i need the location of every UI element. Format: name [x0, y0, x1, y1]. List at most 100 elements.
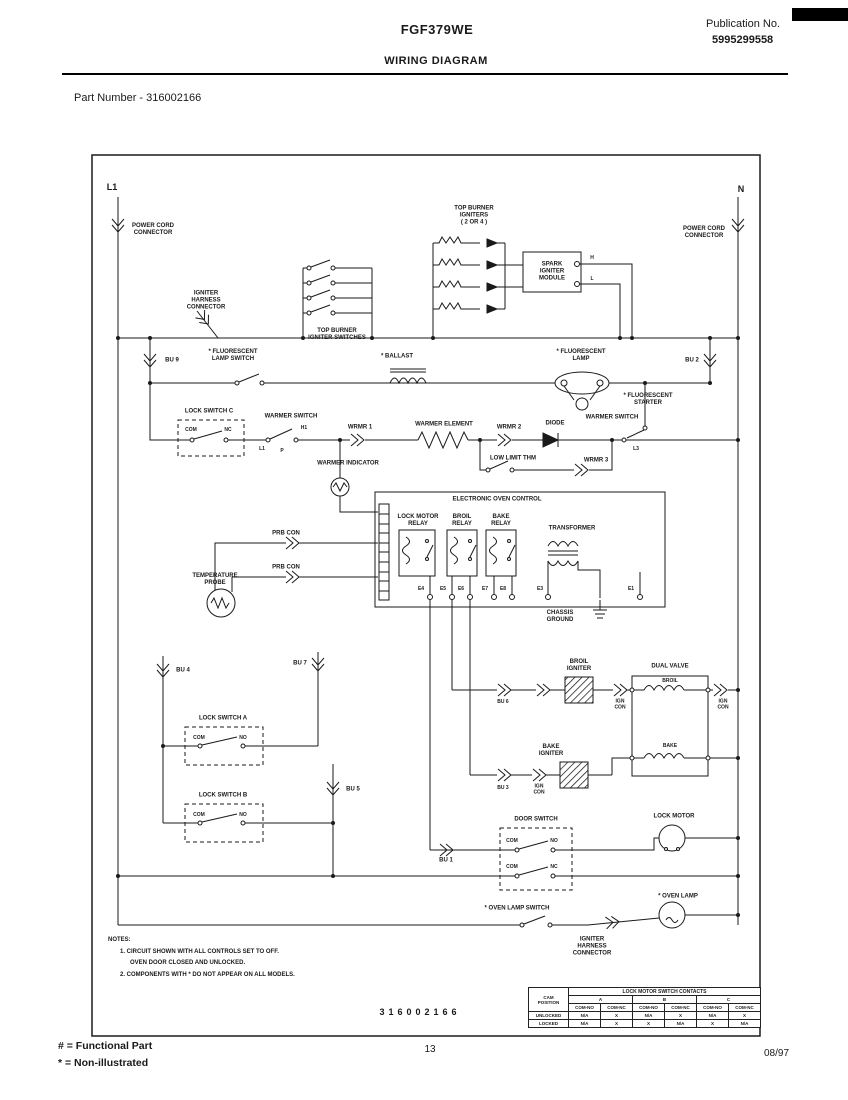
electronic-oven-control-label: ELECTRONIC OVEN CONTROL	[452, 496, 542, 503]
fluorescent-circuit-symbol	[150, 368, 710, 443]
low-limit-thermostat-label: LOW LIMIT THM	[490, 455, 536, 462]
contacts-table-title: LOCK MOTOR SWITCH CONTACTS	[567, 987, 762, 996]
notes-block: NOTES: 1. CIRCUIT SHOWN WITH ALL CONTROL…	[108, 935, 295, 981]
bu2-label: BU 2	[685, 357, 699, 364]
transformer-label: TRANSFORMER	[548, 525, 596, 532]
contact-cell: N/A	[568, 1011, 601, 1020]
broil-relay-label: BROIL RELAY	[452, 514, 472, 527]
lock-motor-contacts-table: CAM POSITION LOCK MOTOR SWITCH CONTACTS …	[528, 987, 762, 1028]
notes-heading: NOTES:	[108, 937, 131, 943]
electronic-oven-control-symbol	[374, 491, 666, 850]
diagram-part-number: 316002166	[379, 1007, 461, 1017]
page-title: WIRING DIAGRAM	[384, 55, 488, 67]
group-c-header: C	[695, 995, 762, 1004]
subheader: COM-NO	[696, 1003, 729, 1012]
lsa-com-label: COM	[193, 735, 205, 742]
oven-lamp-label: * OVEN LAMP	[658, 893, 698, 900]
door-switch-lock-motor-symbol	[430, 824, 738, 891]
publication-label: Publication No.	[706, 18, 780, 30]
spark-igniter-module-label: SPARK IGNITER MODULE	[539, 261, 565, 282]
cam-position-header: CAM POSITION	[528, 987, 569, 1012]
contact-cell: X	[696, 1019, 729, 1028]
bu3-label: BU 3	[497, 785, 509, 792]
l1-terminal-label: L1	[106, 181, 118, 192]
bu7-label: BU 7	[293, 660, 307, 667]
chassis-ground-label: CHASSIS GROUND	[546, 610, 574, 623]
group-b-header: B	[632, 995, 697, 1004]
ds-no-label: NO	[550, 838, 558, 845]
wrmr3-label: WRMR 3	[583, 457, 609, 464]
temperature-probe-symbol	[206, 536, 378, 618]
top-burner-igniters-symbol	[432, 236, 523, 338]
terminal-h-label: H	[590, 255, 594, 262]
lock-switch-c-label: LOCK SWITCH C	[184, 408, 234, 415]
bu6-label: BU 6	[497, 699, 509, 706]
warmer-circuit-symbol	[149, 383, 738, 513]
lsb-com-label: COM	[193, 812, 205, 819]
ballast-label: * BALLAST	[381, 353, 413, 360]
e3-label: E3	[536, 586, 544, 593]
prb-con-2-label: PRB CON	[272, 564, 300, 571]
contact-cell: N/A	[727, 1019, 762, 1028]
door-switch-label: DOOR SWITCH	[514, 816, 558, 823]
lsc-com-label: COM	[185, 427, 197, 434]
e8-label: E8	[499, 586, 507, 593]
power-lines	[111, 197, 745, 925]
footer-date: 08/97	[764, 1048, 790, 1059]
igniter-harness-connector-bottom-label: IGNITER HARNESS CONNECTOR	[572, 936, 612, 957]
non-illustrated-legend: * = Non-illustrated	[58, 1057, 149, 1069]
oven-lamp-circuit-symbol	[519, 901, 738, 930]
warmer-switch-left-label: WARMER SWITCH	[264, 413, 318, 420]
lsa-no-label: NO	[239, 735, 247, 742]
contact-cell: N/A	[568, 1019, 601, 1028]
e7-label: E7	[481, 586, 489, 593]
broil-igniter-label: BROIL IGNITER	[566, 659, 592, 672]
contact-cell: N/A	[696, 1011, 729, 1020]
e6-label: E6	[457, 586, 465, 593]
contact-cell: X	[632, 1019, 665, 1028]
oven-lamp-switch-label: * OVEN LAMP SWITCH	[484, 905, 550, 912]
dual-valve-label: DUAL VALVE	[651, 663, 689, 670]
igniter-harness-connector-top-label: IGNITER HARNESS CONNECTOR	[186, 290, 226, 311]
junction-dots	[116, 336, 740, 917]
lsb-no-label: NO	[239, 812, 247, 819]
ws-p-label: P	[280, 448, 284, 455]
top-burner-igniter-switches-symbol	[302, 259, 373, 338]
ign-con-broil-label: IGN CON	[614, 698, 626, 710]
ws-h1-label: H1	[300, 425, 308, 432]
bu9-bu2-connectors	[143, 338, 717, 383]
bu9-label: BU 9	[165, 357, 179, 364]
note-1: 1. CIRCUIT SHOWN WITH ALL CONTROLS SET T…	[120, 948, 279, 955]
dual-valve-bake-label: BAKE	[662, 743, 678, 750]
prb-con-1-label: PRB CON	[272, 530, 300, 537]
l3-label: L3	[633, 446, 639, 453]
lock-motor-relay-label: LOCK MOTOR RELAY	[397, 514, 439, 527]
igniter-valve-circuit-symbol	[452, 675, 738, 789]
page-number: 13	[424, 1044, 436, 1055]
temperature-probe-label: TEMPERATURE PROBE	[192, 573, 238, 586]
subheader: COM-NC	[600, 1003, 633, 1012]
power-cord-connector-left-label: POWER CORD CONNECTOR	[132, 223, 174, 236]
ds-nc-label: NC	[550, 864, 558, 871]
warmer-switch-right-label: WARMER SWITCH	[585, 414, 639, 421]
fluorescent-lamp-label: * FLUORESCENT LAMP	[556, 349, 606, 362]
wrmr2-label: WRMR 2	[496, 424, 522, 431]
lock-motor-label: LOCK MOTOR	[653, 813, 695, 820]
ds-com1-label: COM	[506, 838, 518, 845]
e1-label: E1	[627, 586, 635, 593]
lock-switch-a-label: LOCK SWITCH A	[198, 715, 248, 722]
bu1-label: BU 1	[439, 857, 453, 864]
bu4-label: BU 4	[176, 667, 190, 674]
note-1b: OVEN DOOR CLOSED AND UNLOCKED.	[130, 960, 246, 966]
model-number: FGF379WE	[400, 22, 474, 37]
functional-part-legend: # = Functional Part	[58, 1040, 153, 1052]
ws-l1-label: L1	[259, 446, 265, 453]
bake-igniter-label: BAKE IGNITER	[538, 744, 564, 757]
row-label: LOCKED	[528, 1019, 569, 1028]
warmer-element-label: WARMER ELEMENT	[415, 421, 473, 428]
contact-cell: N/A	[664, 1019, 697, 1028]
lock-switches-ab-symbol	[156, 652, 340, 876]
ign-con-right-label: IGN CON	[717, 698, 729, 710]
lsc-nc-label: NC	[224, 427, 232, 434]
e4-label: E4	[417, 586, 425, 593]
